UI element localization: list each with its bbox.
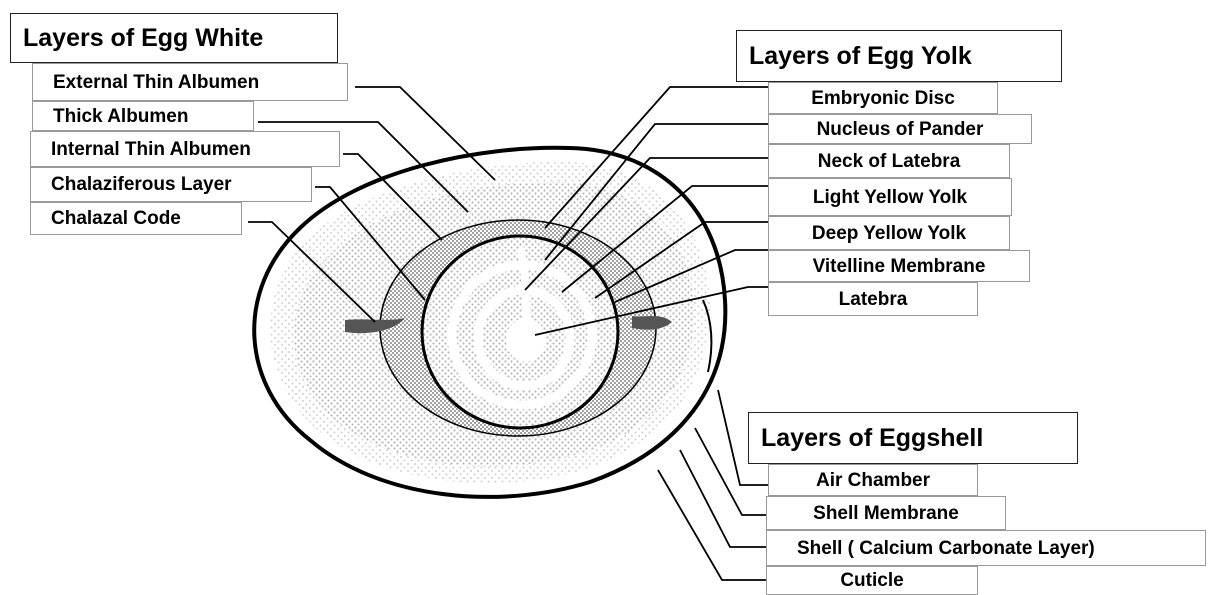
label-thick-albumen: Thick Albumen — [32, 101, 254, 131]
egg-yolk-title-text: Layers of Egg Yolk — [749, 44, 972, 69]
egg-yolk-title: Layers of Egg Yolk — [736, 30, 1062, 82]
label-air-chamber: Air Chamber — [768, 464, 978, 496]
label-text: Thick Albumen — [33, 107, 188, 126]
eggshell-title-text: Layers of Eggshell — [761, 426, 983, 451]
label-shell: Shell ( Calcium Carbonate Layer) — [766, 530, 1206, 566]
label-cuticle: Cuticle — [766, 566, 978, 595]
label-light-yellow-yolk: Light Yellow Yolk — [768, 178, 1012, 216]
leader-cuticle — [658, 470, 768, 580]
label-vitelline-membrane: Vitelline Membrane — [768, 250, 1030, 282]
label-text: Neck of Latebra — [818, 152, 961, 171]
label-shell-membrane: Shell Membrane — [766, 496, 1006, 530]
label-text: Internal Thin Albumen — [31, 140, 251, 159]
label-chalaziferous-layer: Chalaziferous Layer — [30, 167, 312, 202]
label-deep-yellow-yolk: Deep Yellow Yolk — [768, 216, 1010, 250]
egg-white-title: Layers of Egg White — [10, 13, 338, 63]
label-latebra: Latebra — [768, 282, 978, 316]
label-text: Shell ( Calcium Carbonate Layer) — [797, 539, 1095, 558]
label-text: Light Yellow Yolk — [813, 188, 967, 207]
label-text: Shell Membrane — [813, 504, 959, 523]
label-text: Chalazal Code — [31, 209, 181, 228]
leader-shell — [680, 450, 768, 547]
label-text: Air Chamber — [816, 471, 930, 490]
label-text: Deep Yellow Yolk — [812, 224, 966, 243]
label-embryonic-disc: Embryonic Disc — [768, 82, 998, 114]
label-text: Latebra — [839, 290, 908, 309]
latebra-center — [506, 318, 546, 362]
label-text: Nucleus of Pander — [817, 120, 984, 139]
label-neck-of-latebra: Neck of Latebra — [768, 144, 1010, 178]
label-internal-thin-albumen: Internal Thin Albumen — [30, 131, 340, 167]
label-text: Vitelline Membrane — [813, 257, 986, 276]
label-text: Cuticle — [840, 571, 903, 590]
eggshell-title: Layers of Eggshell — [748, 412, 1078, 464]
label-text: External Thin Albumen — [33, 73, 259, 92]
label-chalazal-code: Chalazal Code — [30, 202, 242, 235]
label-text: Embryonic Disc — [811, 89, 955, 108]
egg-white-title-text: Layers of Egg White — [23, 26, 263, 51]
label-nucleus-of-pander: Nucleus of Pander — [768, 114, 1032, 144]
label-external-thin-albumen: External Thin Albumen — [32, 63, 348, 101]
label-text: Chalaziferous Layer — [31, 175, 232, 194]
